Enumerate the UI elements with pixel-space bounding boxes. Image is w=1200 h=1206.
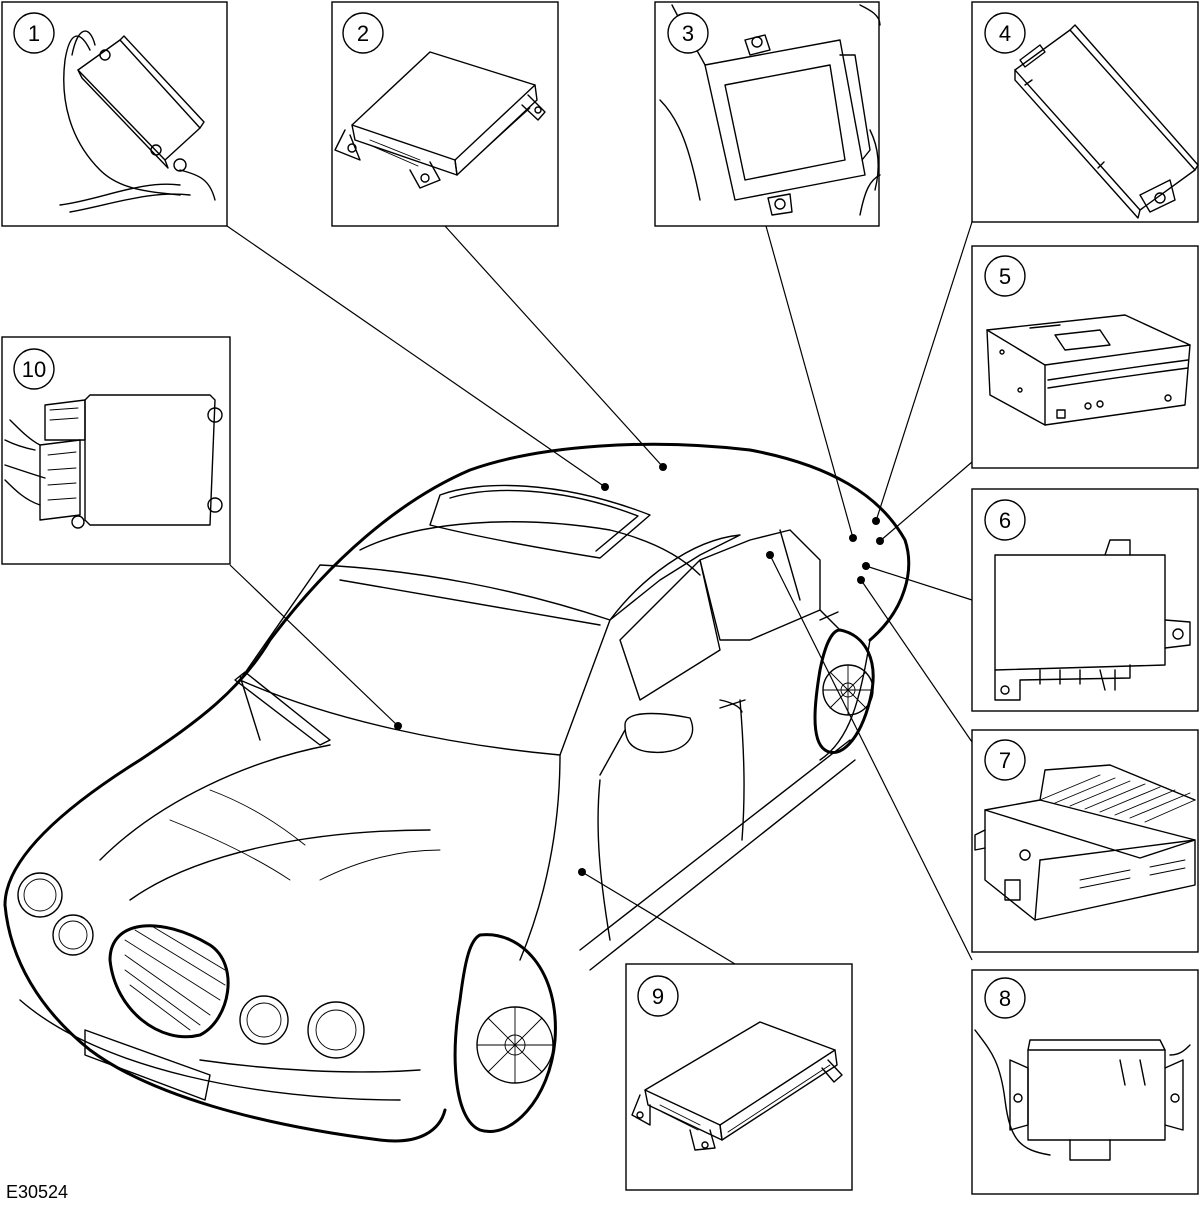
callout-7: 7: [984, 739, 1026, 781]
callout-6-label: 6: [999, 508, 1011, 533]
location-dots: [394, 463, 884, 876]
callout-2-label: 2: [357, 21, 369, 46]
callout-10: 10: [13, 348, 55, 390]
figure-code: E30524: [6, 1182, 68, 1202]
callout-3-label: 3: [682, 21, 694, 46]
callout-8-label: 8: [999, 986, 1011, 1011]
callout-4-label: 4: [999, 21, 1011, 46]
callout-2: 2: [342, 12, 384, 54]
callout-6: 6: [984, 499, 1026, 541]
callout-9: 9: [637, 975, 679, 1017]
callout-3: 3: [667, 12, 709, 54]
callout-4: 4: [984, 12, 1026, 54]
callout-7-label: 7: [999, 748, 1011, 773]
callout-10-label: 10: [22, 357, 46, 382]
callouts: 1 2 3 4 5 6 7 8: [13, 12, 1026, 1019]
callout-9-label: 9: [652, 984, 664, 1009]
callout-1-label: 1: [28, 21, 40, 46]
callout-5: 5: [984, 255, 1026, 297]
car-illustration: [3, 442, 911, 1143]
callout-8: 8: [984, 977, 1026, 1019]
callout-1: 1: [13, 12, 55, 54]
leader-lines: [226, 221, 973, 965]
callout-5-label: 5: [999, 264, 1011, 289]
